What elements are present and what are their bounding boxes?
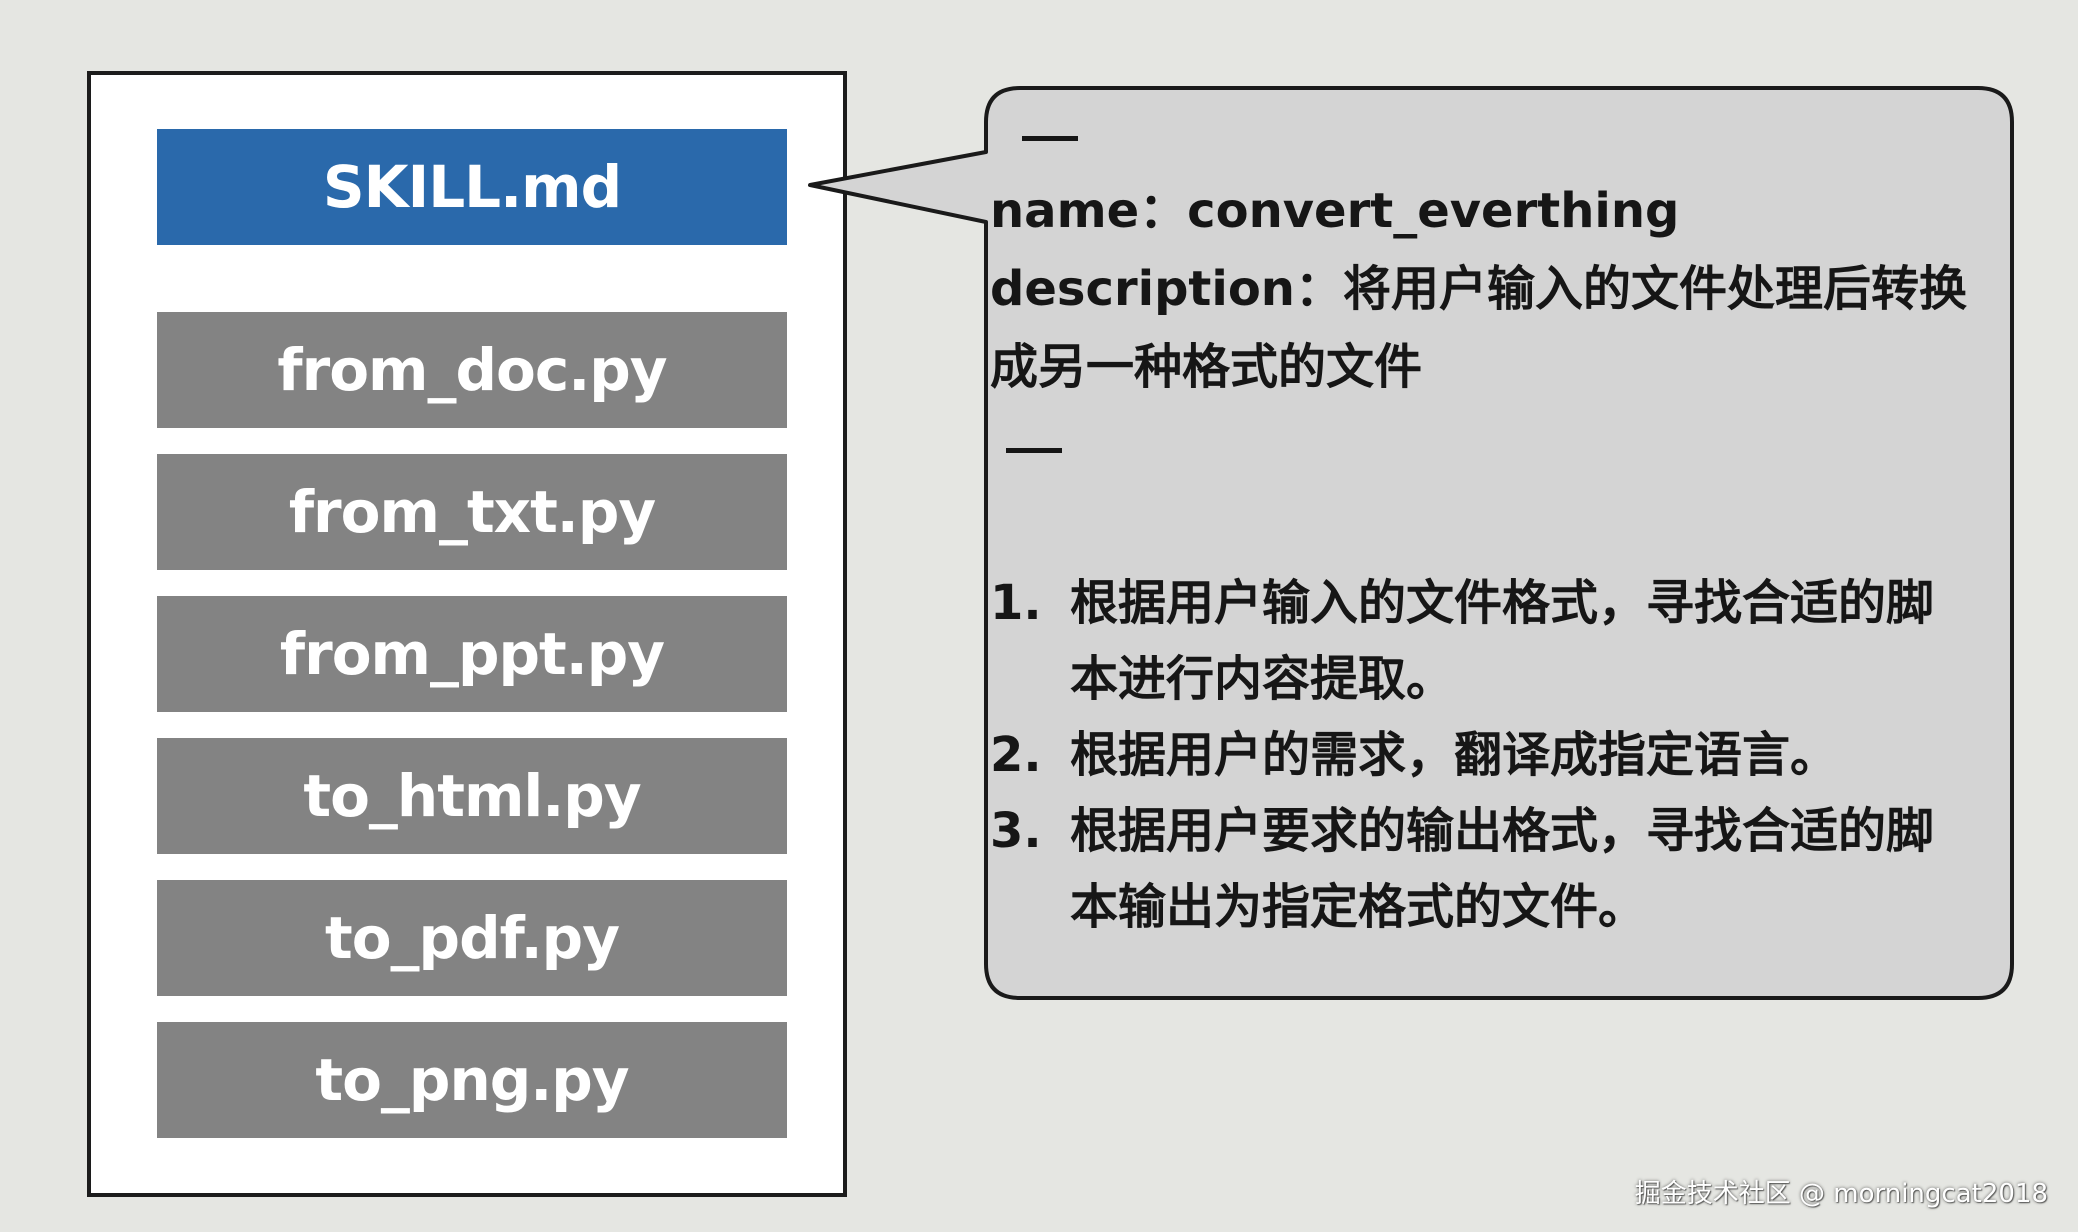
- description-key: description：: [990, 261, 1343, 317]
- frontmatter-end-dash: [1006, 448, 1062, 453]
- step-number: 2.: [990, 727, 1042, 783]
- step-text: 根据用户要求的输出格式，寻找合适的脚本输出为指定格式的文件。: [1070, 803, 1935, 935]
- script-file-label: to_html.py: [303, 762, 641, 830]
- script-file-label: from_txt.py: [288, 478, 656, 546]
- name-value: convert_everthing: [1187, 183, 1680, 239]
- script-file-from-ppt: from_ppt.py: [157, 596, 787, 712]
- script-file-label: to_pdf.py: [324, 904, 620, 972]
- frontmatter-start-dash: [1022, 136, 1078, 141]
- script-file-from-doc: from_doc.py: [157, 312, 787, 428]
- script-file-from-txt: from_txt.py: [157, 454, 787, 570]
- script-file-label: to_png.py: [315, 1046, 629, 1114]
- step-text: 根据用户输入的文件格式，寻找合适的脚本进行内容提取。: [1070, 575, 1935, 707]
- name-key: name：: [990, 183, 1188, 239]
- description-line: description：将用户输入的文件处理后转换成另一种格式的文件: [990, 250, 1990, 406]
- script-file-label: from_doc.py: [277, 336, 667, 404]
- watermark: 掘金技术社区 @ morningcat2018: [1634, 1179, 2048, 1209]
- skill-md-file: SKILL.md: [157, 129, 787, 245]
- step-number: 3.: [990, 803, 1042, 859]
- script-file-to-html: to_html.py: [157, 738, 787, 854]
- step-item: 1. 根据用户输入的文件格式，寻找合适的脚本进行内容提取。: [990, 565, 1980, 717]
- step-number: 1.: [990, 575, 1042, 631]
- script-file-label: from_ppt.py: [279, 620, 665, 688]
- step-item: 2. 根据用户的需求，翻译成指定语言。: [990, 717, 1980, 793]
- skill-md-label: SKILL.md: [322, 153, 622, 221]
- step-item: 3. 根据用户要求的输出格式，寻找合适的脚本输出为指定格式的文件。: [990, 793, 1980, 945]
- script-file-to-pdf: to_pdf.py: [157, 880, 787, 996]
- skill-folder-panel: SKILL.md from_doc.py from_txt.py from_pp…: [87, 71, 847, 1197]
- script-file-to-png: to_png.py: [157, 1022, 787, 1138]
- skill-steps-list: 1. 根据用户输入的文件格式，寻找合适的脚本进行内容提取。 2. 根据用户的需求…: [990, 565, 1980, 945]
- step-text: 根据用户的需求，翻译成指定语言。: [1070, 727, 1839, 783]
- name-line: name：convert_everthing: [990, 172, 1679, 250]
- description-value: 将用户输入的文件处理后转换成另一种格式的文件: [990, 261, 1967, 395]
- callout-bubble-shape: [808, 86, 2014, 1000]
